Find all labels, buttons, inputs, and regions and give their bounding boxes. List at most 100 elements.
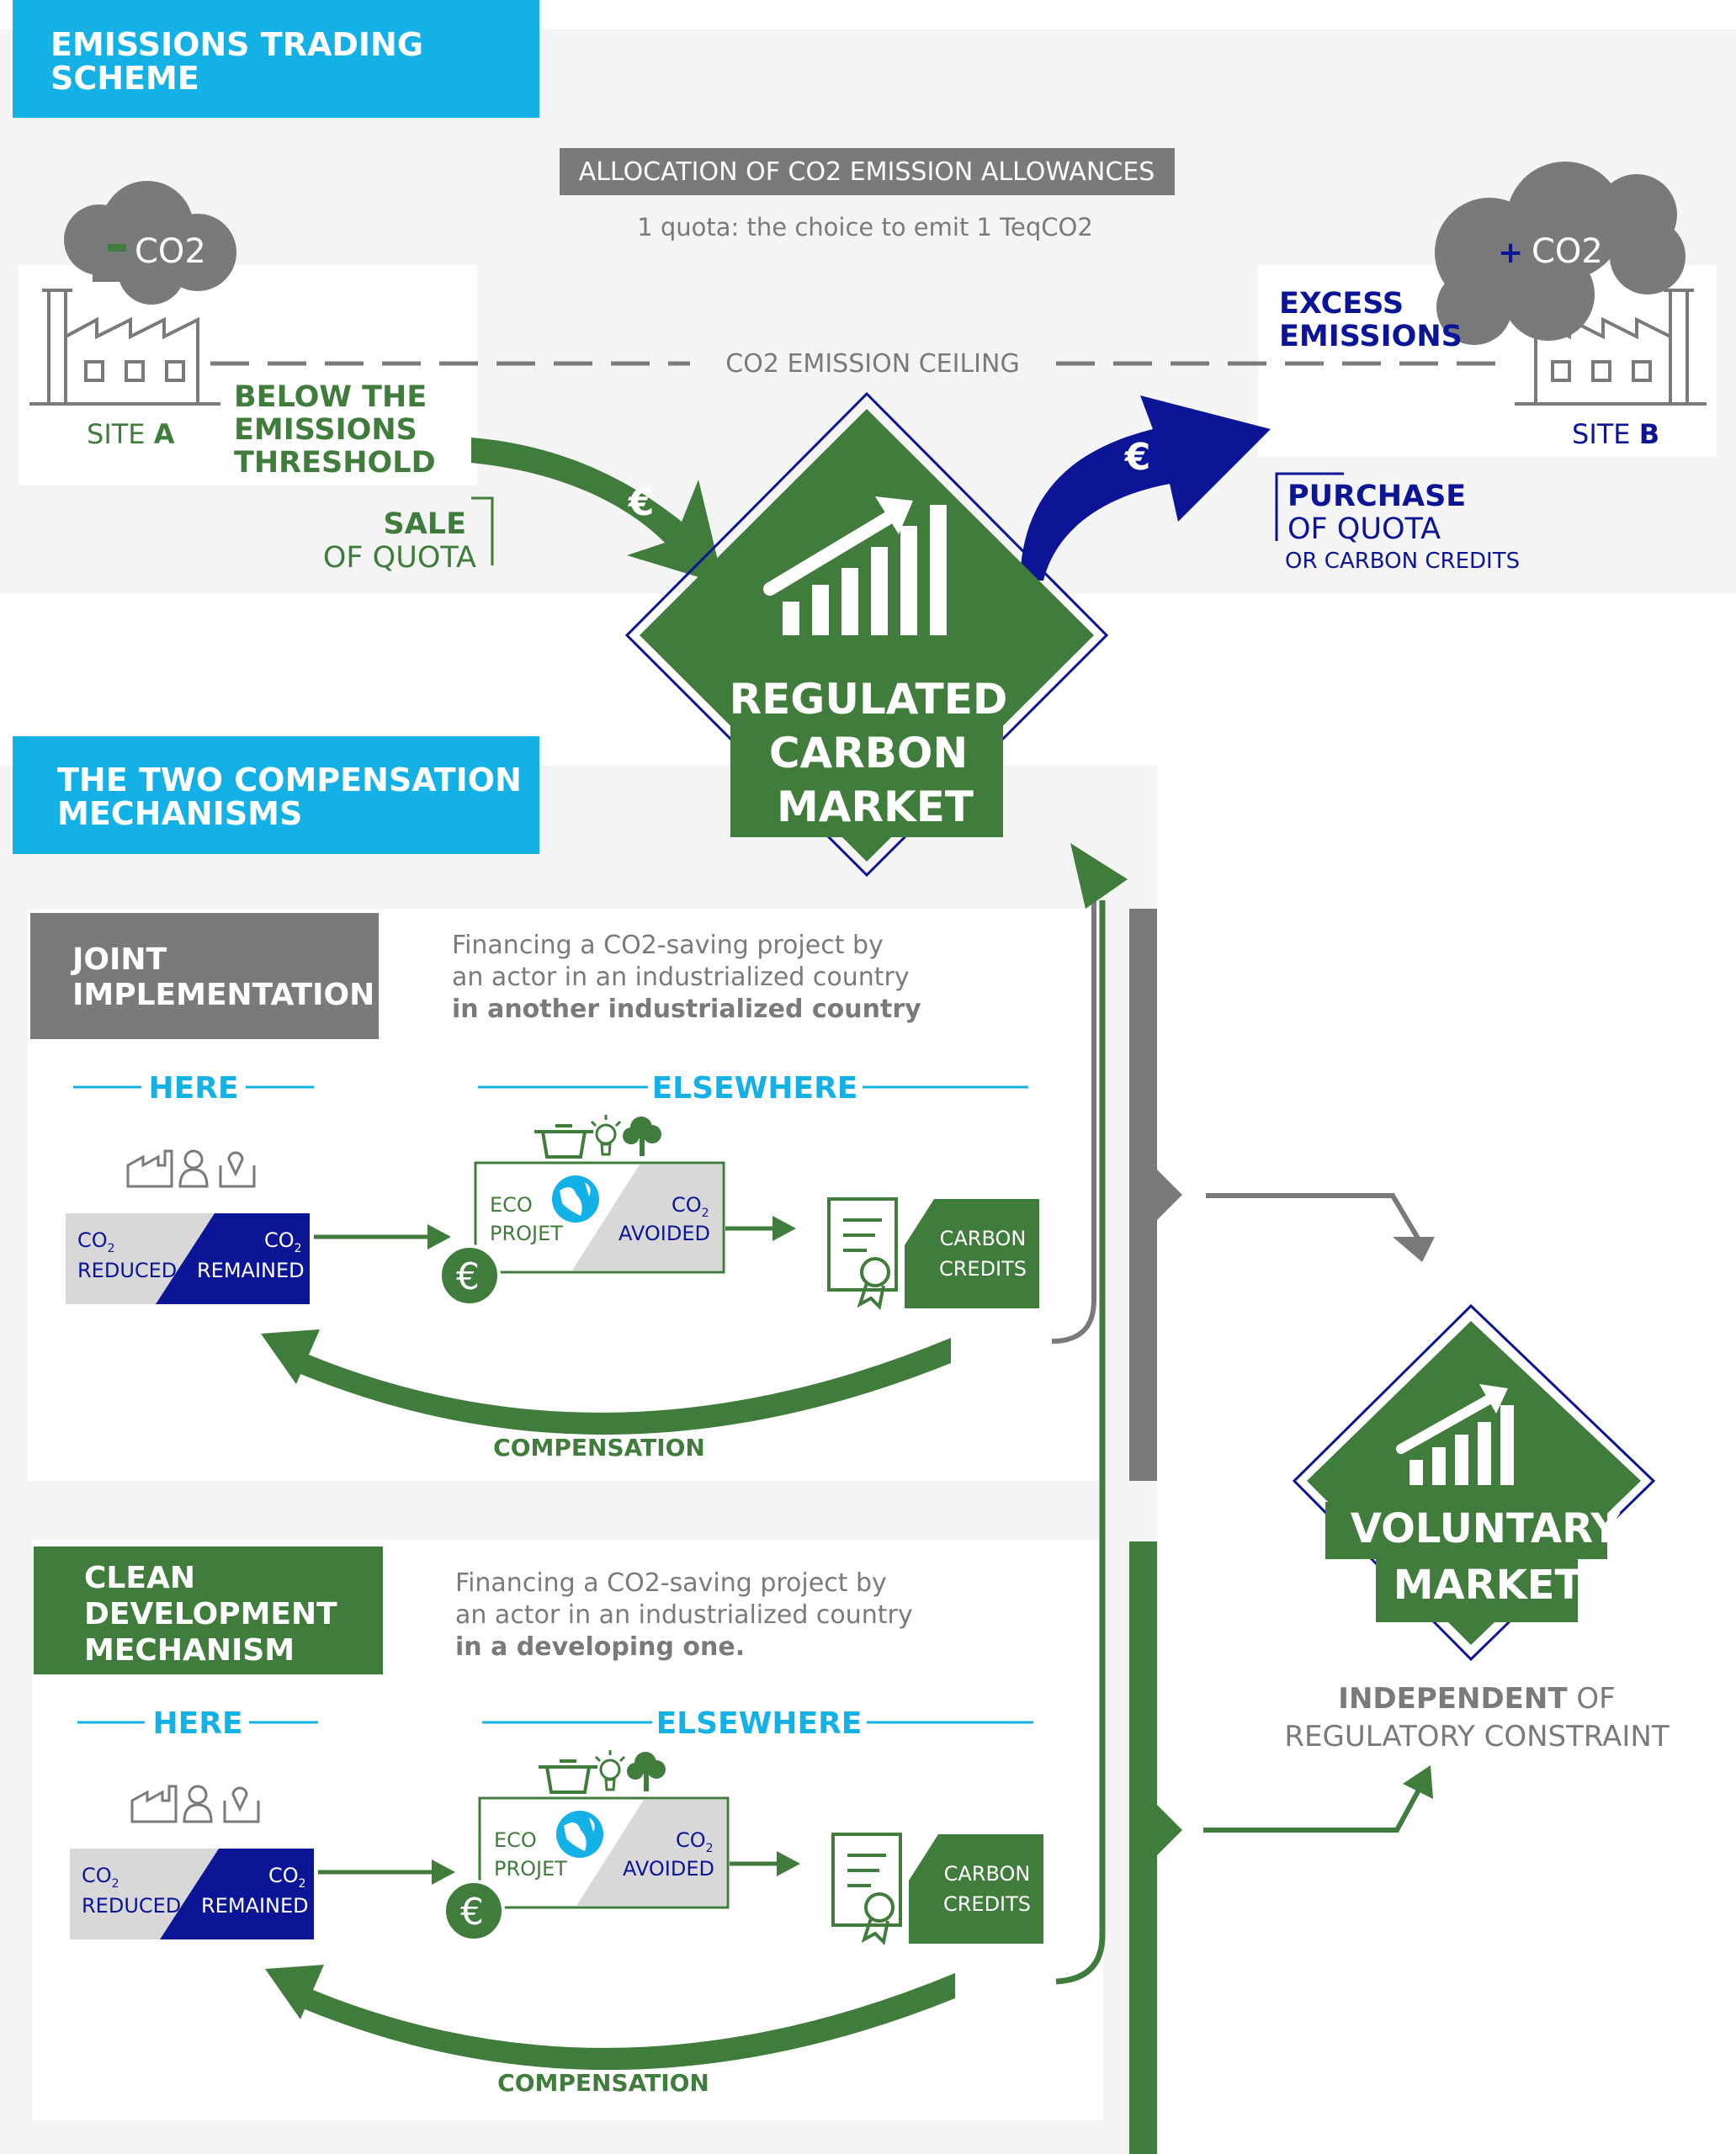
cdm-compensation-label: COMPENSATION	[497, 2069, 709, 2097]
cdm-eco: ECO	[494, 1828, 537, 1852]
joint-tree-icon	[623, 1117, 661, 1156]
arrow-to-voluntary-green-head	[1403, 1765, 1433, 1799]
cdm-co2-remained-co: CO2	[268, 1864, 306, 1891]
joint-here: HERE	[148, 1071, 238, 1106]
site-a-label: SITE A	[87, 418, 175, 450]
site-b-cloud-text: CO2	[1532, 232, 1603, 271]
cdm-desc-line2: an actor in an industrialized country	[455, 1600, 913, 1630]
cdm-lightbulb-icon	[594, 1750, 626, 1791]
arrow-to-voluntary-green	[1203, 1782, 1425, 1833]
site-a-cloud-icon	[64, 181, 236, 305]
cdm-certificate-icon	[831, 1833, 902, 1946]
cdm-desc-line1: Financing a CO2-saving project by	[455, 1568, 887, 1598]
cdm-title-line1: CLEAN	[84, 1561, 195, 1595]
joint-desc-line1: Financing a CO2-saving project by	[452, 931, 884, 960]
cdm-avoided: AVOIDED	[623, 1857, 714, 1881]
joint-map-pin-icon	[219, 1151, 256, 1188]
excess-line1: EXCESS	[1279, 287, 1404, 321]
regulated-line1: REGULATED	[730, 675, 1008, 724]
below-line2: EMISSIONS	[234, 413, 417, 447]
compensation-banner	[13, 736, 539, 854]
cdm-co2-reduced-co: CO2	[82, 1864, 119, 1891]
regulated-line2: CARBON	[769, 729, 968, 777]
cdm-elsewhere: ELSEWHERE	[656, 1706, 863, 1741]
cdm-green-bar	[1129, 1541, 1157, 2154]
excess-line2: EMISSIONS	[1279, 320, 1463, 353]
below-line3: THRESHOLD	[234, 446, 436, 480]
joint-gray-bar	[1129, 909, 1157, 1481]
joint-compensation-arrow-icon	[295, 1338, 951, 1435]
compensation-banner-line1: THE TWO COMPENSATION	[57, 761, 522, 798]
cdm-cooking-pot-icon	[539, 1759, 597, 1794]
joint-elsewhere: ELSEWHERE	[652, 1071, 858, 1106]
joint-person-icon	[178, 1149, 209, 1188]
cdm-title-line3: MECHANISM	[84, 1633, 295, 1668]
cdm-title-line2: DEVELOPMENT	[84, 1597, 337, 1631]
cdm-carbon: CARBON	[944, 1862, 1031, 1886]
regulatory-constraint-label: REGULATORY CONSTRAINT	[1284, 1720, 1669, 1753]
joint-return-line	[1051, 883, 1096, 1344]
sale-line1: SALE	[383, 507, 466, 541]
site-b-factory-icon	[1515, 289, 1707, 406]
joint-globe-icon	[552, 1175, 599, 1223]
site-a-minus-sign	[108, 244, 126, 252]
cdm-credits: CREDITS	[943, 1892, 1031, 1916]
cdm-return-line	[1055, 900, 1106, 1985]
joint-desc-line2: an actor in an industrialized country	[452, 963, 910, 992]
voluntary-line2: MARKET	[1394, 1562, 1583, 1609]
joint-carbon: CARBON	[940, 1227, 1027, 1250]
cdm-projet: PROJET	[494, 1857, 567, 1881]
site-b-label: SITE B	[1572, 418, 1659, 450]
joint-desc-line3: in another industrialized country	[452, 995, 921, 1024]
joint-co2-avoided-co: CO2	[672, 1193, 709, 1220]
return-arrow-head	[1070, 843, 1128, 909]
joint-projet: PROJET	[490, 1222, 563, 1245]
cdm-reduced: REDUCED	[82, 1894, 181, 1918]
cdm-bar-notch	[1157, 1805, 1182, 1855]
cdm-person-icon	[183, 1785, 213, 1823]
purchase-line1: PURCHASE	[1287, 480, 1466, 513]
site-a-factory-icon	[29, 289, 220, 406]
joint-co2-remained-co: CO2	[264, 1228, 302, 1255]
purchase-euro: €	[1124, 436, 1151, 479]
compensation-banner-line2: MECHANISMS	[57, 795, 302, 832]
cdm-euro: €	[460, 1891, 484, 1934]
joint-co2-reduced-co: CO2	[77, 1228, 115, 1255]
cdm-remained: REMAINED	[201, 1894, 309, 1918]
cdm-desc-line3: in a developing one.	[455, 1632, 745, 1662]
cdm-globe-icon	[556, 1811, 603, 1858]
site-b-cloud-icon	[1435, 162, 1686, 345]
regulated-line3: MARKET	[777, 783, 974, 831]
sale-line2: OF QUOTA	[323, 541, 476, 575]
cdm-compensation-arrow-icon	[299, 1973, 955, 2071]
joint-remained: REMAINED	[197, 1259, 305, 1282]
cdm-section: CLEAN DEVELOPMENT MECHANISM Financing a …	[34, 1547, 1043, 2097]
purchase-bracket	[1275, 472, 1344, 541]
voluntary-growth-chart-icon	[1396, 1384, 1514, 1485]
arrow-to-voluntary-gray-head	[1393, 1237, 1435, 1262]
sale-arrow-icon	[471, 438, 724, 585]
joint-lightbulb-icon	[590, 1115, 622, 1156]
purchase-line3: OR CARBON CREDITS	[1285, 549, 1520, 574]
joint-avoided: AVOIDED	[618, 1222, 710, 1245]
joint-euro-icon	[438, 1244, 501, 1307]
allocation-label: ALLOCATION OF CO2 EMISSION ALLOWANCES	[579, 157, 1155, 187]
sale-bracket	[471, 496, 494, 565]
joint-compensation-label: COMPENSATION	[493, 1434, 705, 1462]
site-a-panel	[19, 265, 477, 485]
voluntary-market-diamond	[1292, 1303, 1656, 1662]
regulated-market-diamond	[624, 391, 1109, 878]
joint-implementation-section: JOINT IMPLEMENTATION Financing a CO2-sav…	[30, 913, 1039, 1462]
joint-credits: CREDITS	[939, 1257, 1027, 1281]
cdm-here: HERE	[152, 1706, 242, 1741]
joint-reduced: REDUCED	[77, 1259, 177, 1282]
ets-banner-line2: SCHEME	[50, 60, 199, 97]
ceiling-label: CO2 EMISSION CEILING	[725, 349, 1019, 379]
purchase-line2: OF QUOTA	[1287, 512, 1441, 546]
joint-title-line1: JOINT	[70, 942, 167, 977]
cdm-tree-icon	[627, 1752, 666, 1791]
regulated-growth-chart-icon	[763, 496, 947, 635]
cdm-factory-small-icon	[130, 1785, 178, 1823]
arrow-to-voluntary-gray	[1206, 1193, 1425, 1247]
joint-bar-notch	[1157, 1170, 1182, 1220]
